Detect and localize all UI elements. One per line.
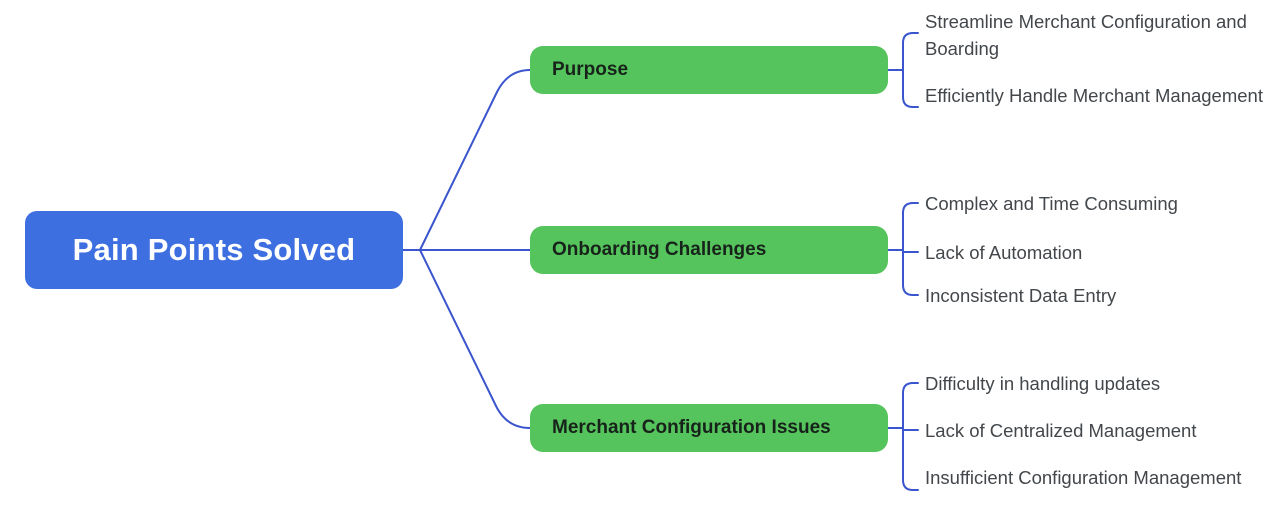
leaf-node-difficulty-handling-updates[interactable]: Difficulty in handling updates xyxy=(925,373,1161,394)
leaf-node-streamline-merchant-configuration[interactable]: Streamline Merchant Configuration and Bo… xyxy=(925,11,1247,59)
bracket-merchant xyxy=(902,382,919,491)
root-node-label: Pain Points Solved xyxy=(72,232,356,267)
branch-node-onboarding-challenges[interactable]: Onboarding Challenges xyxy=(530,226,888,274)
branch-node-merchant-configuration-issues[interactable]: Merchant Configuration Issues xyxy=(530,404,888,452)
root-node-pain-points-solved[interactable]: Pain Points Solved xyxy=(25,211,403,289)
leaf-node-insufficient-configuration-management[interactable]: Insufficient Configuration Management xyxy=(925,467,1242,488)
leaf-node-efficiently-handle-merchant[interactable]: Efficiently Handle Merchant Management xyxy=(925,85,1263,106)
leaf-node-complex-time-consuming[interactable]: Complex and Time Consuming xyxy=(925,193,1178,214)
branch-node-label: Merchant Configuration Issues xyxy=(552,417,831,438)
connector-root-to-merchant xyxy=(402,249,531,429)
branch-node-label: Purpose xyxy=(552,59,629,80)
branch-node-label: Onboarding Challenges xyxy=(552,239,767,260)
bracket-purpose xyxy=(902,32,919,108)
branch-node-purpose[interactable]: Purpose xyxy=(530,46,888,94)
leaf-node-inconsistent-data-entry[interactable]: Inconsistent Data Entry xyxy=(925,285,1117,306)
leaf-node-lack-centralized-management[interactable]: Lack of Centralized Management xyxy=(925,420,1197,441)
connector-root-to-purpose xyxy=(402,69,531,251)
bracket-onboarding xyxy=(902,202,919,296)
leaf-node-lack-of-automation[interactable]: Lack of Automation xyxy=(925,242,1083,263)
